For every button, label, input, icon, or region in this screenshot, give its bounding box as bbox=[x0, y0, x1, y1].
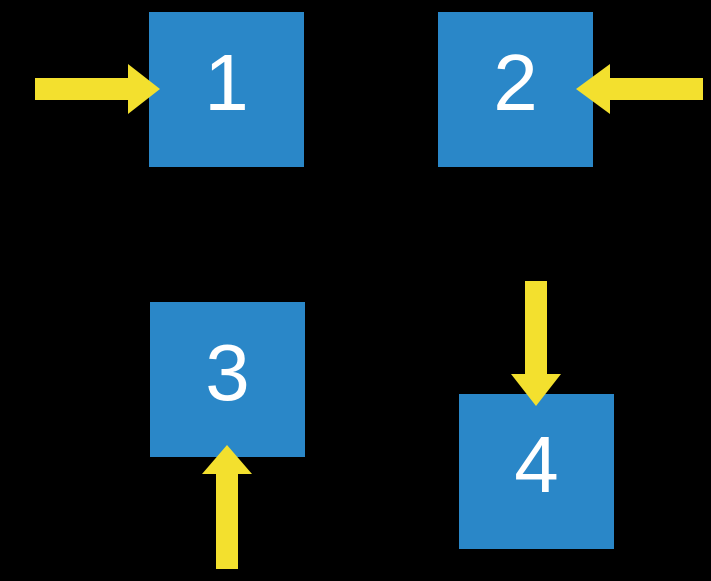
arrow-up-icon bbox=[202, 445, 252, 569]
square-2-label: 2 bbox=[493, 37, 538, 127]
arrow-right-icon bbox=[35, 64, 160, 114]
square-3-label: 3 bbox=[205, 327, 250, 417]
arrow-down-icon bbox=[511, 281, 561, 406]
square-1-label: 1 bbox=[204, 37, 249, 127]
arrow-left-icon bbox=[576, 64, 703, 114]
square-3: 3 bbox=[150, 302, 305, 457]
square-2: 2 bbox=[438, 12, 593, 167]
square-4: 4 bbox=[459, 394, 614, 549]
square-1: 1 bbox=[149, 12, 304, 167]
square-4-label: 4 bbox=[514, 419, 559, 509]
